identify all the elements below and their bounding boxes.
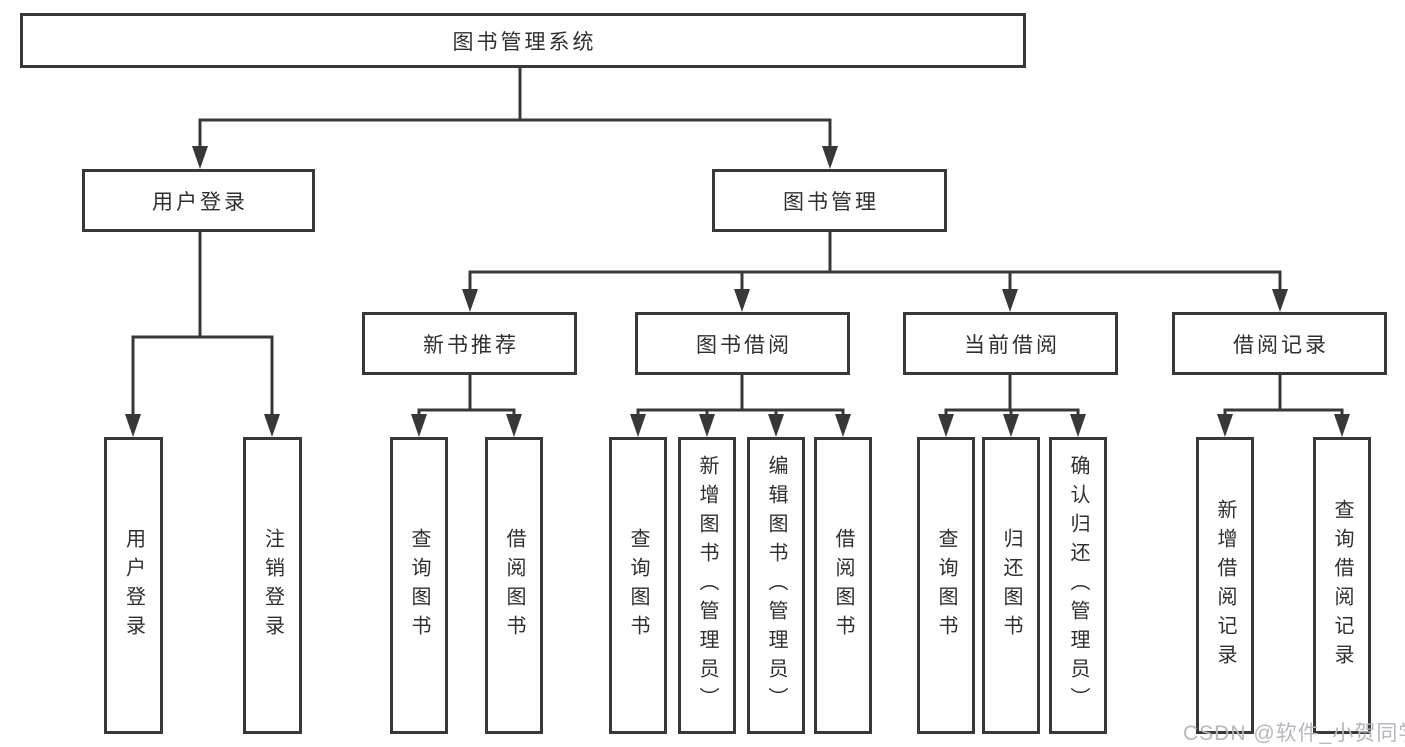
leaf-return-books: 归还图书 [982,437,1040,734]
leaf-query-books-current: 查询图书 [917,437,975,734]
leaf-edit-book-admin: 编辑图书（管理员） [747,437,805,734]
node-book-management: 图书管理 [712,169,947,232]
node-book-borrowing: 图书借阅 [635,312,850,375]
leaf-logout: 注销登录 [243,437,302,734]
leaf-user-login: 用户登录 [104,437,163,734]
node-current-borrowing: 当前借阅 [903,312,1118,375]
leaf-borrow-books-borrowing: 借阅图书 [814,437,872,734]
leaf-borrow-books-recommend: 借阅图书 [485,437,543,734]
leaf-query-books-borrowing: 查询图书 [609,437,667,734]
arrowheads [125,146,1350,437]
leaf-query-borrow-record: 查询借阅记录 [1313,437,1371,734]
leaf-add-book-admin: 新增图书（管理员） [678,437,736,734]
leaf-confirm-return-admin: 确认归还（管理员） [1049,437,1107,734]
node-user-login: 用户登录 [82,169,315,232]
node-root: 图书管理系统 [20,13,1026,68]
node-new-book-recommend: 新书推荐 [362,312,577,375]
node-borrow-records: 借阅记录 [1172,312,1387,375]
watermark: CSDN @软件_小贺同学 [1183,722,1405,745]
leaf-add-borrow-record: 新增借阅记录 [1196,437,1254,734]
leaf-query-books-recommend: 查询图书 [390,437,448,734]
